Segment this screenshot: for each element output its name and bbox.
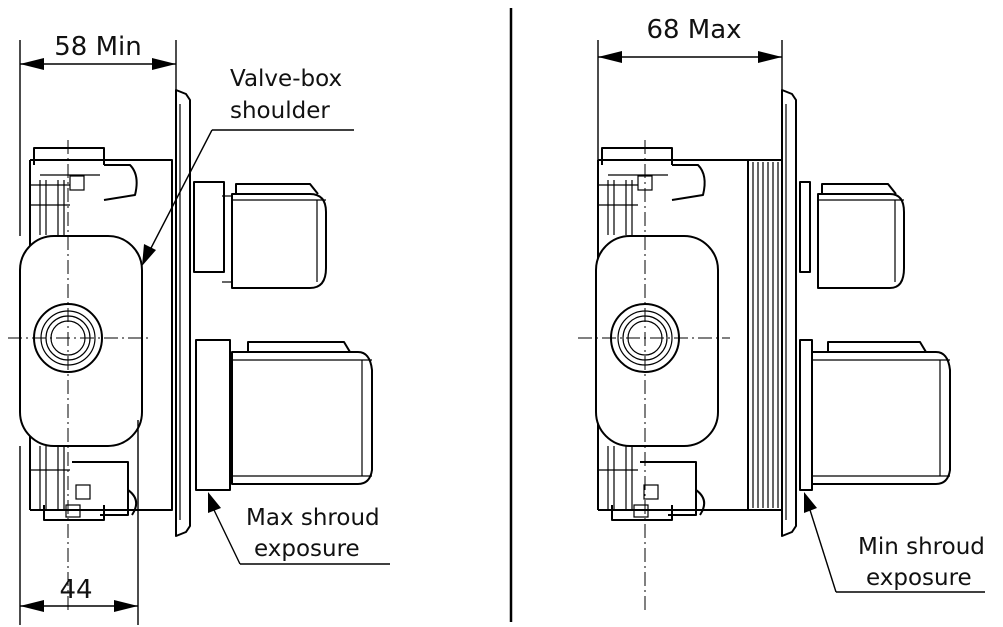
right-view: 68 Max Min shroud exposure xyxy=(578,15,985,612)
min-exposure-label-line2: exposure xyxy=(866,565,972,591)
shoulder-label-line2: shoulder xyxy=(230,98,330,124)
left-view: 58 Min 44 Valve-box shoulder Max shroud … xyxy=(8,32,390,625)
right-valve-body xyxy=(578,89,951,612)
max-exposure-label-line1: Max shroud xyxy=(246,505,380,531)
dim-44-label: 44 xyxy=(59,575,92,605)
min-exposure-label-line1: Min shroud xyxy=(858,534,985,560)
dim-58-min-label: 58 Min xyxy=(54,32,141,62)
shoulder-label-line1: Valve-box xyxy=(230,66,342,92)
callout-min-shroud-exposure: Min shroud exposure xyxy=(804,492,985,593)
dim-68-max-label: 68 Max xyxy=(646,15,741,45)
dim-58-min: 58 Min xyxy=(19,32,177,236)
left-valve-body xyxy=(8,89,373,612)
max-exposure-label-line2: exposure xyxy=(254,536,360,562)
callout-valve-box-shoulder: Valve-box shoulder xyxy=(142,66,354,266)
dim-68-max: 68 Max xyxy=(597,15,783,236)
callout-max-shroud-exposure: Max shroud exposure xyxy=(208,492,390,565)
dim-44: 44 xyxy=(19,420,139,625)
